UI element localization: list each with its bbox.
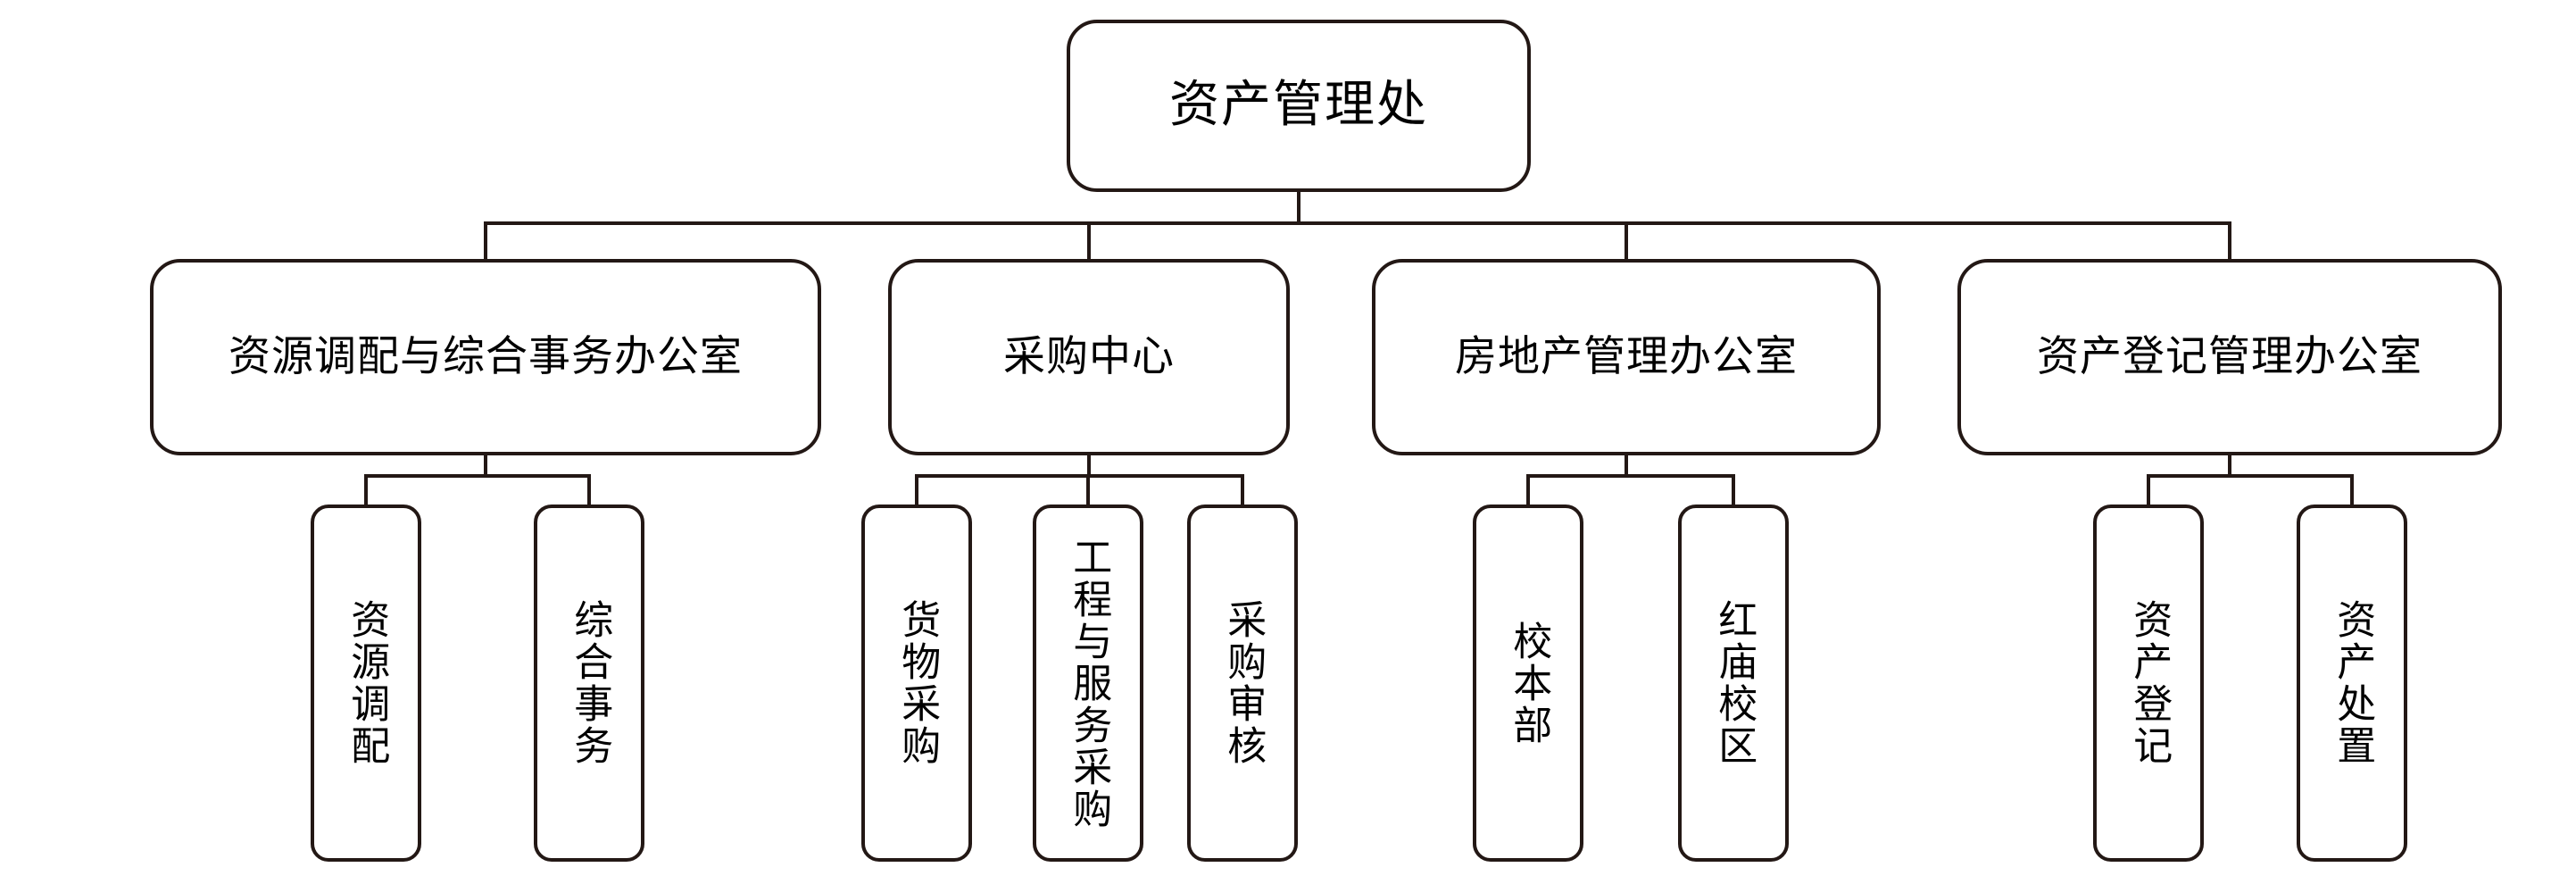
org-node-asset-disposal[interactable]: 资产处置 xyxy=(2297,505,2407,862)
org-node-label-vertical: 资产处置 xyxy=(2330,599,2376,767)
org-node-label-vertical: 货物采购 xyxy=(894,599,941,767)
org-node-hongmiao-campus[interactable]: 红庙校区 xyxy=(1678,505,1789,862)
org-node-real-estate-office[interactable]: 房地产管理办公室 xyxy=(1372,259,1881,455)
org-node-resource-allocation[interactable]: 资源调配 xyxy=(311,505,421,862)
org-node-root[interactable]: 资产管理处 xyxy=(1067,20,1531,192)
org-node-asset-registration[interactable]: 资产登记 xyxy=(2093,505,2204,862)
org-node-label: 资产管理处 xyxy=(1169,76,1428,135)
org-node-label: 采购中心 xyxy=(1003,331,1175,381)
org-node-goods-procurement[interactable]: 货物采购 xyxy=(861,505,972,862)
org-node-general-affairs[interactable]: 综合事务 xyxy=(534,505,644,862)
org-node-label-vertical: 校本部 xyxy=(1506,620,1552,746)
org-node-procurement-audit[interactable]: 采购审核 xyxy=(1187,505,1298,862)
org-node-label-vertical: 资源调配 xyxy=(344,599,390,767)
org-node-label-vertical: 工程与服务采购 xyxy=(1066,536,1112,830)
org-node-label-vertical: 综合事务 xyxy=(567,599,613,767)
org-node-label-vertical: 红庙校区 xyxy=(1711,599,1757,767)
org-node-label-vertical: 采购审核 xyxy=(1220,599,1267,767)
org-node-asset-registration-office[interactable]: 资产登记管理办公室 xyxy=(1957,259,2502,455)
org-node-resource-allocation-office[interactable]: 资源调配与综合事务办公室 xyxy=(150,259,821,455)
org-node-label: 资产登记管理办公室 xyxy=(2037,331,2422,381)
org-node-procurement-center[interactable]: 采购中心 xyxy=(888,259,1290,455)
org-node-label: 房地产管理办公室 xyxy=(1455,331,1798,381)
org-node-label-vertical: 资产登记 xyxy=(2126,599,2173,767)
org-node-main-campus[interactable]: 校本部 xyxy=(1473,505,1583,862)
org-node-engineering-service-procurement[interactable]: 工程与服务采购 xyxy=(1033,505,1143,862)
org-node-label: 资源调配与综合事务办公室 xyxy=(229,331,743,381)
